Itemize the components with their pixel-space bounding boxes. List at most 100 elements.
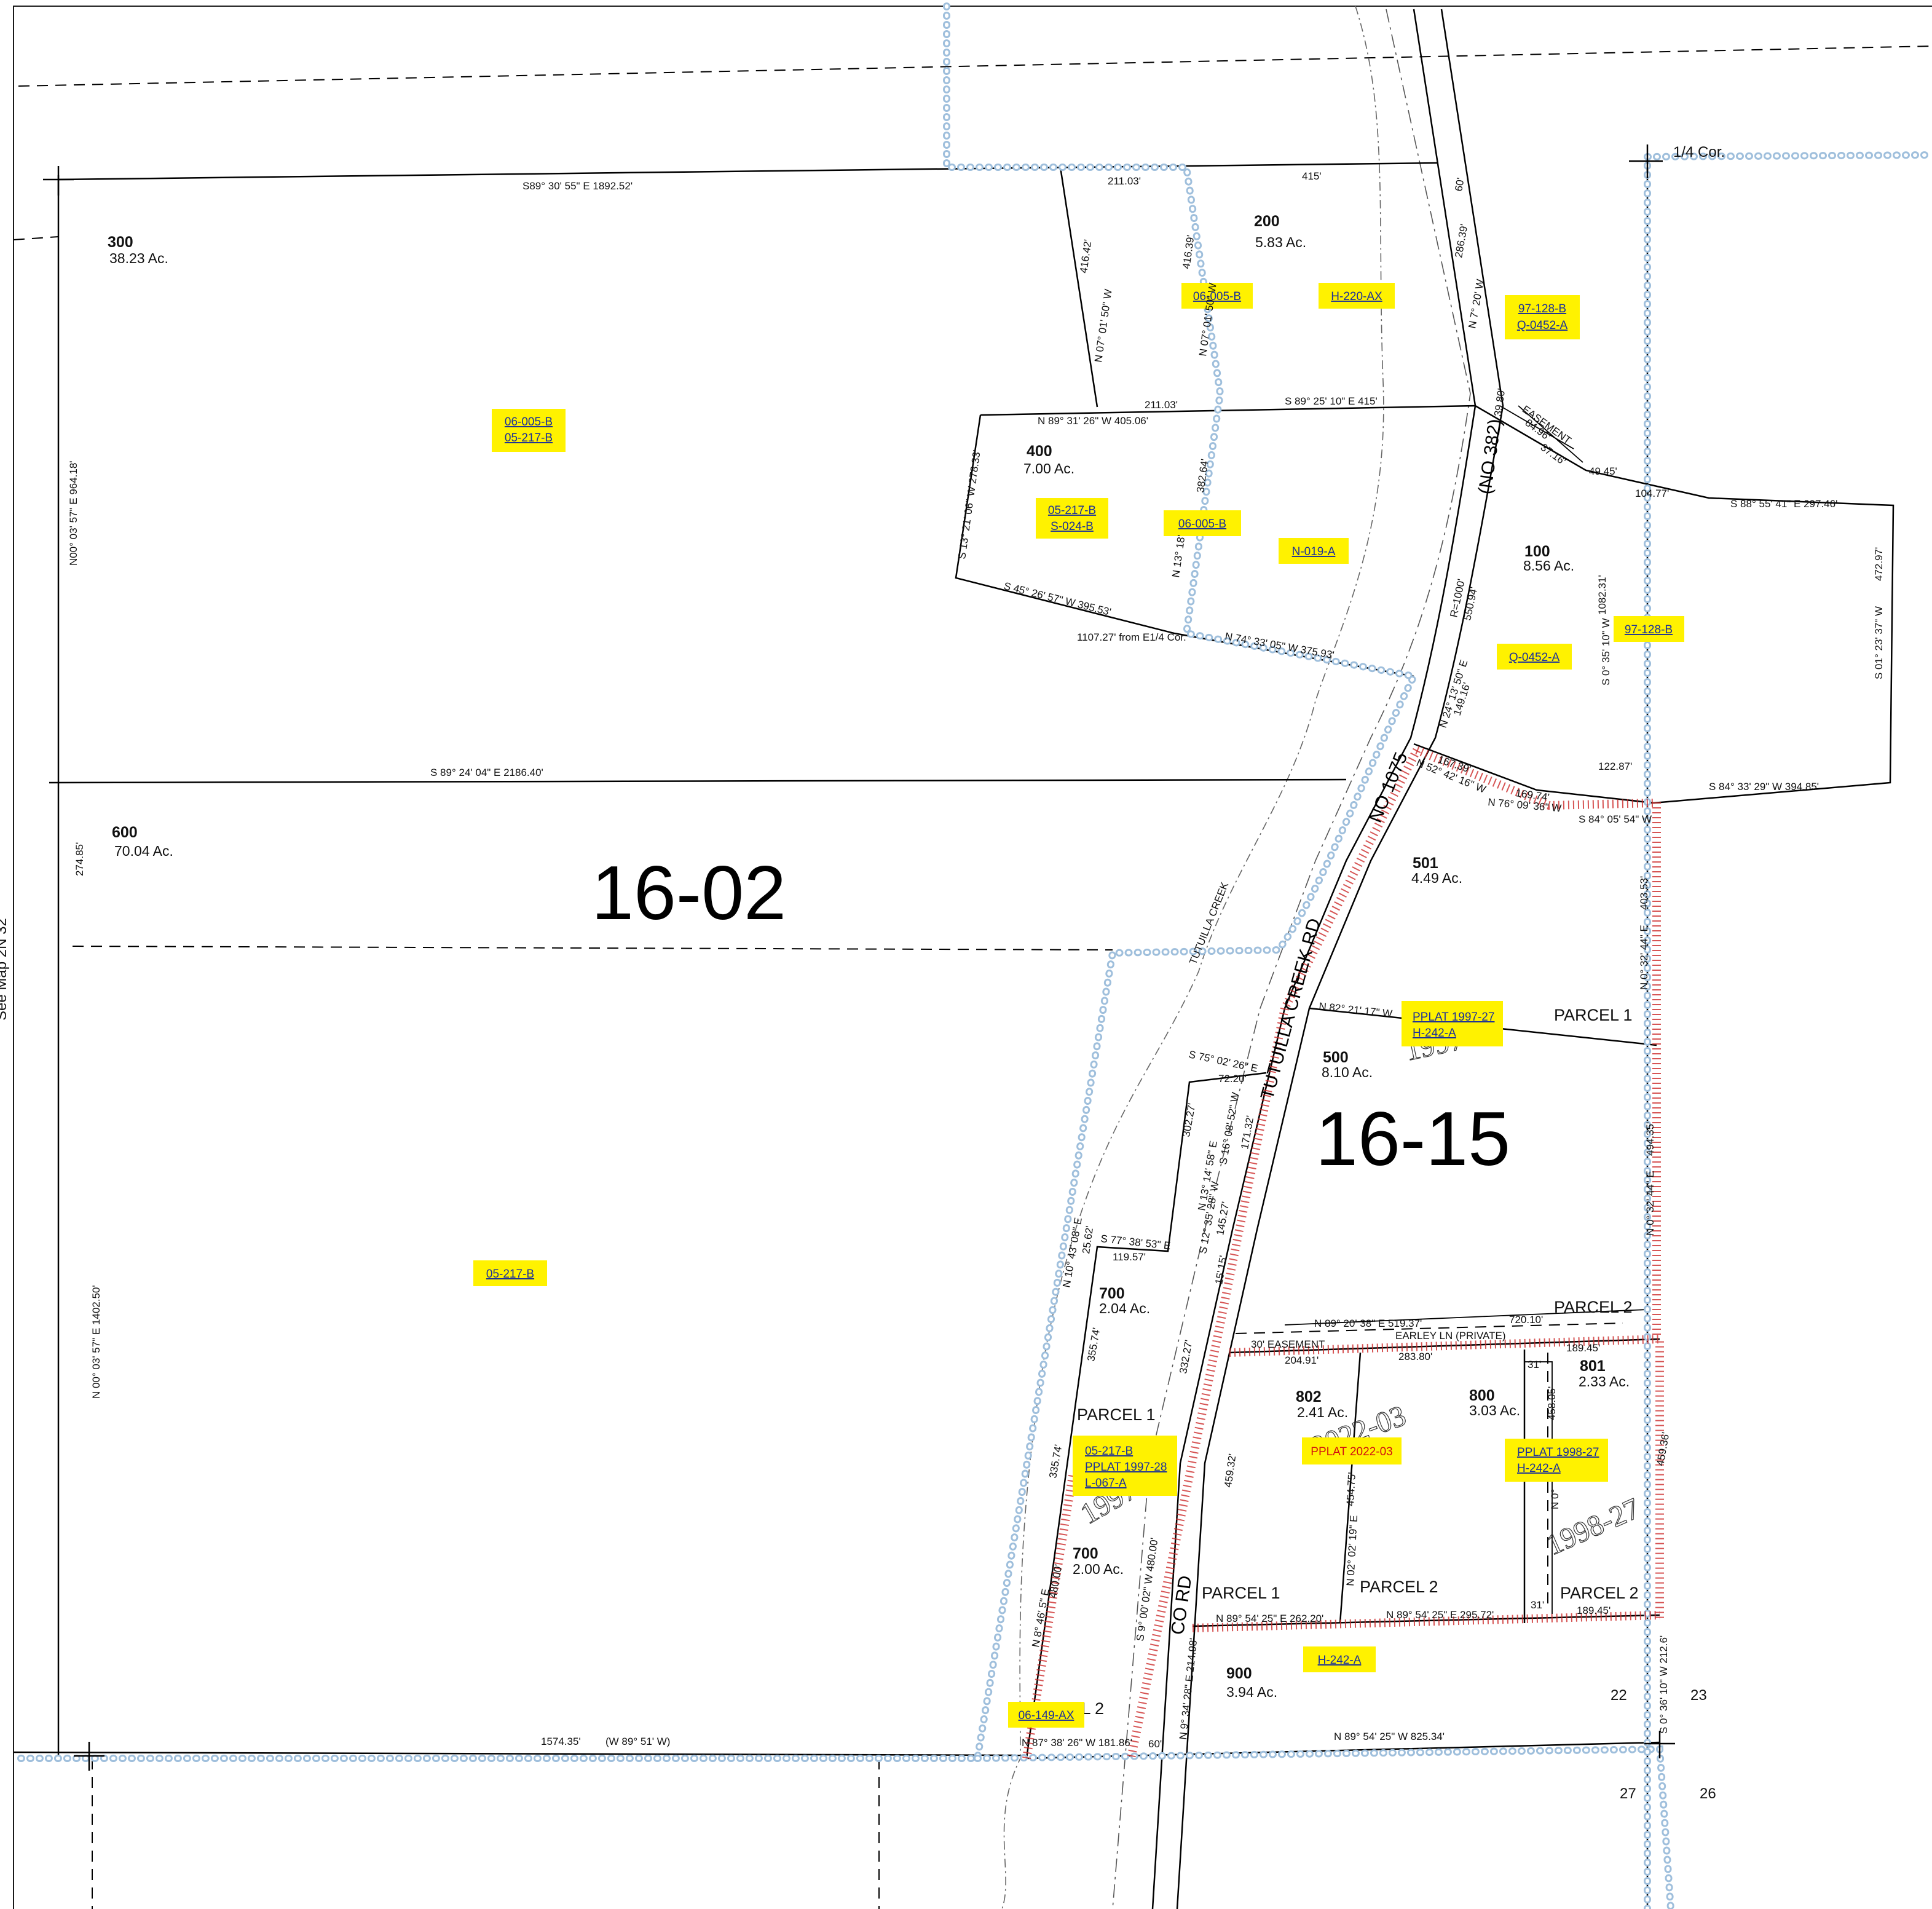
svg-text:06-005-B: 06-005-B <box>1193 290 1241 303</box>
bearing-label: S 01° 23' 37" W <box>1873 606 1885 679</box>
bearing-label: (W 89° 51' W) <box>605 1736 670 1747</box>
svg-text:400: 400 <box>1027 443 1052 460</box>
svg-text:2.00 Ac.: 2.00 Ac. <box>1073 1561 1124 1577</box>
section-corner-26: 26 <box>1700 1785 1716 1802</box>
bearing-label: S 0° 36' 10" W 212.6' <box>1658 1635 1670 1734</box>
svg-text:38.23 Ac.: 38.23 Ac. <box>109 250 168 266</box>
bearing-label: N 87° 38' 26" W 181.86' <box>1022 1737 1132 1749</box>
parcel-900[interactable]: 900 3.94 Ac. <box>1226 1665 1277 1700</box>
doc-ref-pplat-1997-28[interactable]: 05-217-B PPLAT 1997-28 L-067-A <box>1073 1436 1177 1496</box>
parcel-300[interactable]: 300 38.23 Ac. <box>108 234 168 266</box>
svg-text:N-019-A: N-019-A <box>1292 545 1336 558</box>
plat-hatch-lines <box>1022 746 1664 1760</box>
bearing-label: N 89° 54' 25" W 825.34' <box>1334 1731 1445 1742</box>
bearing-label: 1107.27' from E1/4 Cor. <box>1077 631 1186 643</box>
svg-text:05-217-B: 05-217-B <box>1085 1445 1133 1458</box>
doc-ref-05-217-b-south[interactable]: 05-217-B <box>473 1260 547 1286</box>
parcel-501[interactable]: 501 4.49 Ac. <box>1411 855 1462 886</box>
bearing-label: N 89° 54' 25" E 295.72' <box>1386 1609 1494 1621</box>
doc-ref-97-128-b-q-0452-a[interactable]: 97-128-B Q-0452-A <box>1505 295 1580 339</box>
bearing-label: 189.45' <box>1566 1342 1600 1354</box>
parcel-label-1-east: PARCEL 1 <box>1554 1006 1633 1024</box>
svg-text:PPLAT 1997-27: PPLAT 1997-27 <box>1413 1011 1494 1024</box>
bearing-label: 720.10' <box>1509 1314 1543 1326</box>
svg-text:300: 300 <box>108 234 133 251</box>
doc-ref-06-149-ax[interactable]: 06-149-AX <box>1008 1702 1084 1728</box>
parcel-100[interactable]: 100 8.56 Ac. <box>1523 543 1574 574</box>
svg-text:97-128-B: 97-128-B <box>1625 623 1673 636</box>
doc-ref-pplat-2022-03[interactable]: PPLAT 2022-03 <box>1302 1437 1402 1464</box>
bearing-label: 1574.35' <box>541 1736 581 1747</box>
bearing-label: S 84° 33' 29" W 394.85' <box>1709 781 1819 792</box>
bearing-label: 60' <box>1453 177 1467 192</box>
doc-ref-n-019-a[interactable]: N-019-A <box>1279 538 1349 564</box>
bearing-label: N 89° 54' 25" E 262.20' <box>1216 1613 1323 1624</box>
section-label-16-02: 16-02 <box>591 851 786 936</box>
map-frame <box>13 6 1932 1909</box>
road-label-earley-ln: EARLEY LN (PRIVATE) <box>1395 1330 1506 1342</box>
svg-text:Q-0452-A: Q-0452-A <box>1509 651 1560 664</box>
bearing-label: S 0° 35' 10" W <box>1600 618 1612 686</box>
bearing-label: N 0° <box>1549 1489 1561 1509</box>
svg-text:70.04 Ac.: 70.04 Ac. <box>114 843 173 859</box>
svg-text:3.03 Ac.: 3.03 Ac. <box>1469 1402 1520 1418</box>
svg-text:900: 900 <box>1226 1665 1252 1682</box>
bearing-label: 122.87' <box>1598 761 1632 772</box>
bearing-label: 494.35' <box>1644 1122 1656 1156</box>
doc-ref-06-005-b-north[interactable]: 06-005-B <box>1181 283 1253 309</box>
section-corner-27: 27 <box>1620 1785 1636 1802</box>
bearing-label: 60' <box>1148 1738 1162 1750</box>
parcel-700-north[interactable]: 700 2.04 Ac. <box>1099 1285 1150 1316</box>
svg-text:H-242-A: H-242-A <box>1318 1654 1362 1667</box>
bearing-label: 415' <box>1302 170 1322 182</box>
parcel-400[interactable]: 400 7.00 Ac. <box>1023 443 1074 476</box>
doc-ref-pplat-1997-27[interactable]: PPLAT 1997-27 H-242-A <box>1402 1001 1503 1046</box>
svg-text:3.94 Ac.: 3.94 Ac. <box>1226 1684 1277 1700</box>
doc-ref-h-220-ax[interactable]: H-220-AX <box>1319 283 1395 309</box>
svg-text:100: 100 <box>1524 543 1550 560</box>
parcel-label-1-west: PARCEL 1 <box>1077 1405 1156 1424</box>
bearing-label: 72.20' <box>1218 1073 1247 1085</box>
parcel-800[interactable]: 800 3.03 Ac. <box>1469 1387 1520 1418</box>
doc-ref-97-128-b[interactable]: 97-128-B <box>1614 616 1684 642</box>
svg-text:H-220-AX: H-220-AX <box>1331 290 1382 303</box>
svg-text:501: 501 <box>1413 855 1438 872</box>
doc-ref-06-005-b-mid[interactable]: 06-005-B <box>1164 510 1241 536</box>
svg-text:PPLAT 1998-27: PPLAT 1998-27 <box>1517 1446 1599 1459</box>
doc-ref-pplat-1998-27[interactable]: PPLAT 1998-27 H-242-A <box>1505 1439 1608 1482</box>
parcel-700-south[interactable]: 700 2.00 Ac. <box>1073 1545 1124 1577</box>
creek-line <box>1001 6 1384 1909</box>
svg-text:801: 801 <box>1580 1358 1606 1375</box>
doc-ref-06-005-b-05-217-b[interactable]: 06-005-B 05-217-B <box>492 409 566 452</box>
bearing-label: 211.03' <box>1108 175 1141 187</box>
road-centerlines <box>1112 9 1504 1909</box>
bearing-label: N 0° 32' 44" E <box>1644 1171 1656 1236</box>
svg-text:PPLAT 1997-28: PPLAT 1997-28 <box>1085 1461 1167 1474</box>
parcel-500[interactable]: 500 8.10 Ac. <box>1322 1049 1373 1080</box>
svg-text:S-024-B: S-024-B <box>1051 520 1094 533</box>
svg-text:700: 700 <box>1099 1285 1125 1302</box>
parcel-200[interactable]: 200 5.83 Ac. <box>1254 213 1306 250</box>
parcel-label-2-southeast: PARCEL 2 <box>1560 1584 1639 1602</box>
bearing-label: 211.03' <box>1145 399 1178 411</box>
doc-ref-h-242-a[interactable]: H-242-A <box>1303 1646 1376 1672</box>
svg-text:802: 802 <box>1296 1388 1322 1405</box>
doc-ref-q-0452-a[interactable]: Q-0452-A <box>1497 644 1572 670</box>
bearing-label: N00° 03' 57" E 964.18' <box>68 460 79 566</box>
svg-text:H-242-A: H-242-A <box>1413 1027 1456 1040</box>
svg-text:7.00 Ac.: 7.00 Ac. <box>1023 460 1074 476</box>
quarter-corner-label: 1/4 Cor. <box>1673 144 1725 160</box>
svg-text:06-149-AX: 06-149-AX <box>1019 1709 1074 1722</box>
doc-ref-05-217-b-s-024-b[interactable]: 05-217-B S-024-B <box>1036 498 1108 539</box>
parcel-801[interactable]: 801 2.33 Ac. <box>1579 1358 1630 1389</box>
svg-text:H-242-A: H-242-A <box>1517 1462 1561 1475</box>
parcel-label-1-south: PARCEL 1 <box>1202 1584 1280 1602</box>
parcel-600[interactable]: 600 70.04 Ac. <box>112 824 173 859</box>
svg-text:2.33 Ac.: 2.33 Ac. <box>1579 1373 1630 1389</box>
svg-text:200: 200 <box>1254 213 1280 230</box>
easement-30-label: 30' EASEMENT <box>1251 1338 1325 1350</box>
parcel-802[interactable]: 802 2.41 Ac. <box>1296 1388 1348 1420</box>
svg-text:97-128-B: 97-128-B <box>1518 302 1566 315</box>
svg-text:06-005-B: 06-005-B <box>505 416 553 429</box>
